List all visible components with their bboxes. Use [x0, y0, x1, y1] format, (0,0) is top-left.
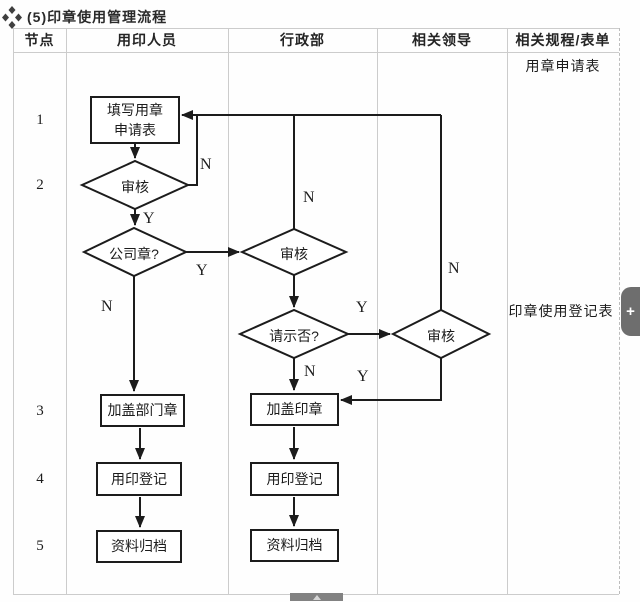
decision-review2-shape	[239, 227, 349, 277]
side-pull-tab-button[interactable]: +	[621, 287, 640, 336]
node-number-5: 5	[36, 538, 44, 554]
column-divider-1	[66, 28, 67, 594]
column-header-leaders: 相关领导	[412, 32, 472, 48]
form-seal-registration: 印章使用登记表	[508, 303, 614, 319]
column-header-admin-dept: 行政部	[280, 32, 325, 48]
decision-askleader-label: 请示否?	[269, 328, 319, 344]
decision-review2-label: 审核	[280, 246, 308, 262]
column-divider-2	[228, 28, 229, 594]
branch-label-companyseal-no: N	[101, 298, 113, 315]
node-number-4: 4	[36, 471, 44, 487]
step-archive-user-label: 资料归档	[111, 538, 167, 555]
column-header-forms: 相关规程/表单	[515, 32, 611, 48]
decision-review1-shape	[79, 159, 191, 211]
column-divider-4	[507, 28, 508, 594]
step-archive-user: 资料归档	[96, 530, 182, 563]
step-seal-register-user: 用印登记	[96, 462, 182, 496]
branch-label-review1-yes: Y	[143, 210, 155, 227]
scrollbar-arrow-icon	[312, 594, 321, 600]
node-number-1: 1	[36, 112, 44, 128]
page-title-row: (5)印章使用管理流程	[2, 5, 167, 29]
step-stamp-seal-admin-label: 加盖印章	[266, 401, 323, 418]
decision-companyseal-shape	[81, 226, 189, 278]
edge-review3-yes	[340, 358, 442, 405]
table-border-top	[13, 28, 619, 29]
step-seal-register-admin-label: 用印登记	[266, 470, 323, 487]
table-border-right	[619, 28, 620, 594]
page-title: (5)印章使用管理流程	[27, 9, 168, 25]
step-archive-admin-label: 资料归档	[266, 537, 323, 554]
step-seal-register-user-label: 用印登记	[111, 470, 167, 487]
step-seal-register-admin: 用印登记	[250, 462, 339, 496]
table-border-left	[13, 28, 14, 594]
decision-askleader-shape	[237, 308, 351, 360]
step-fill-application-form: 填写用章申请表	[90, 96, 180, 144]
branch-label-askleader-yes: Y	[356, 299, 368, 316]
branch-label-review2-no: N	[303, 189, 315, 206]
step-fill-application-form-label: 填写用章申请表	[107, 101, 163, 138]
node-number-3: 3	[36, 403, 44, 419]
step-archive-admin: 资料归档	[250, 529, 339, 562]
form-seal-application: 用章申请表	[525, 58, 601, 74]
step-stamp-department-seal-label: 加盖部门章	[107, 402, 178, 419]
column-header-seal-user: 用印人员	[117, 32, 177, 48]
decision-review1-label: 审核	[121, 179, 149, 195]
horizontal-scrollbar-thumb[interactable]	[290, 593, 343, 601]
branch-label-askleader-no: N	[304, 363, 316, 380]
step-stamp-department-seal: 加盖部门章	[100, 394, 185, 427]
branch-label-review3-yes: Y	[357, 368, 369, 385]
plus-icon: +	[626, 303, 635, 320]
column-divider-3	[377, 28, 378, 594]
branch-label-companyseal-yes: Y	[196, 262, 208, 279]
edge-review1-no-merge	[188, 116, 198, 186]
decision-review3-label: 审核	[427, 328, 455, 344]
column-header-node: 节点	[24, 32, 55, 48]
branch-label-review3-no: N	[448, 260, 460, 277]
step-stamp-seal-admin: 加盖印章	[250, 393, 339, 426]
move-diamonds-icon	[2, 5, 22, 29]
branch-label-review1-no: N	[200, 156, 212, 173]
decision-review3-shape	[390, 308, 492, 360]
node-number-2: 2	[36, 177, 44, 193]
header-divider	[13, 52, 619, 53]
move-diamonds-icon-svg	[2, 6, 22, 29]
decision-companyseal-label: 公司章?	[109, 246, 159, 262]
